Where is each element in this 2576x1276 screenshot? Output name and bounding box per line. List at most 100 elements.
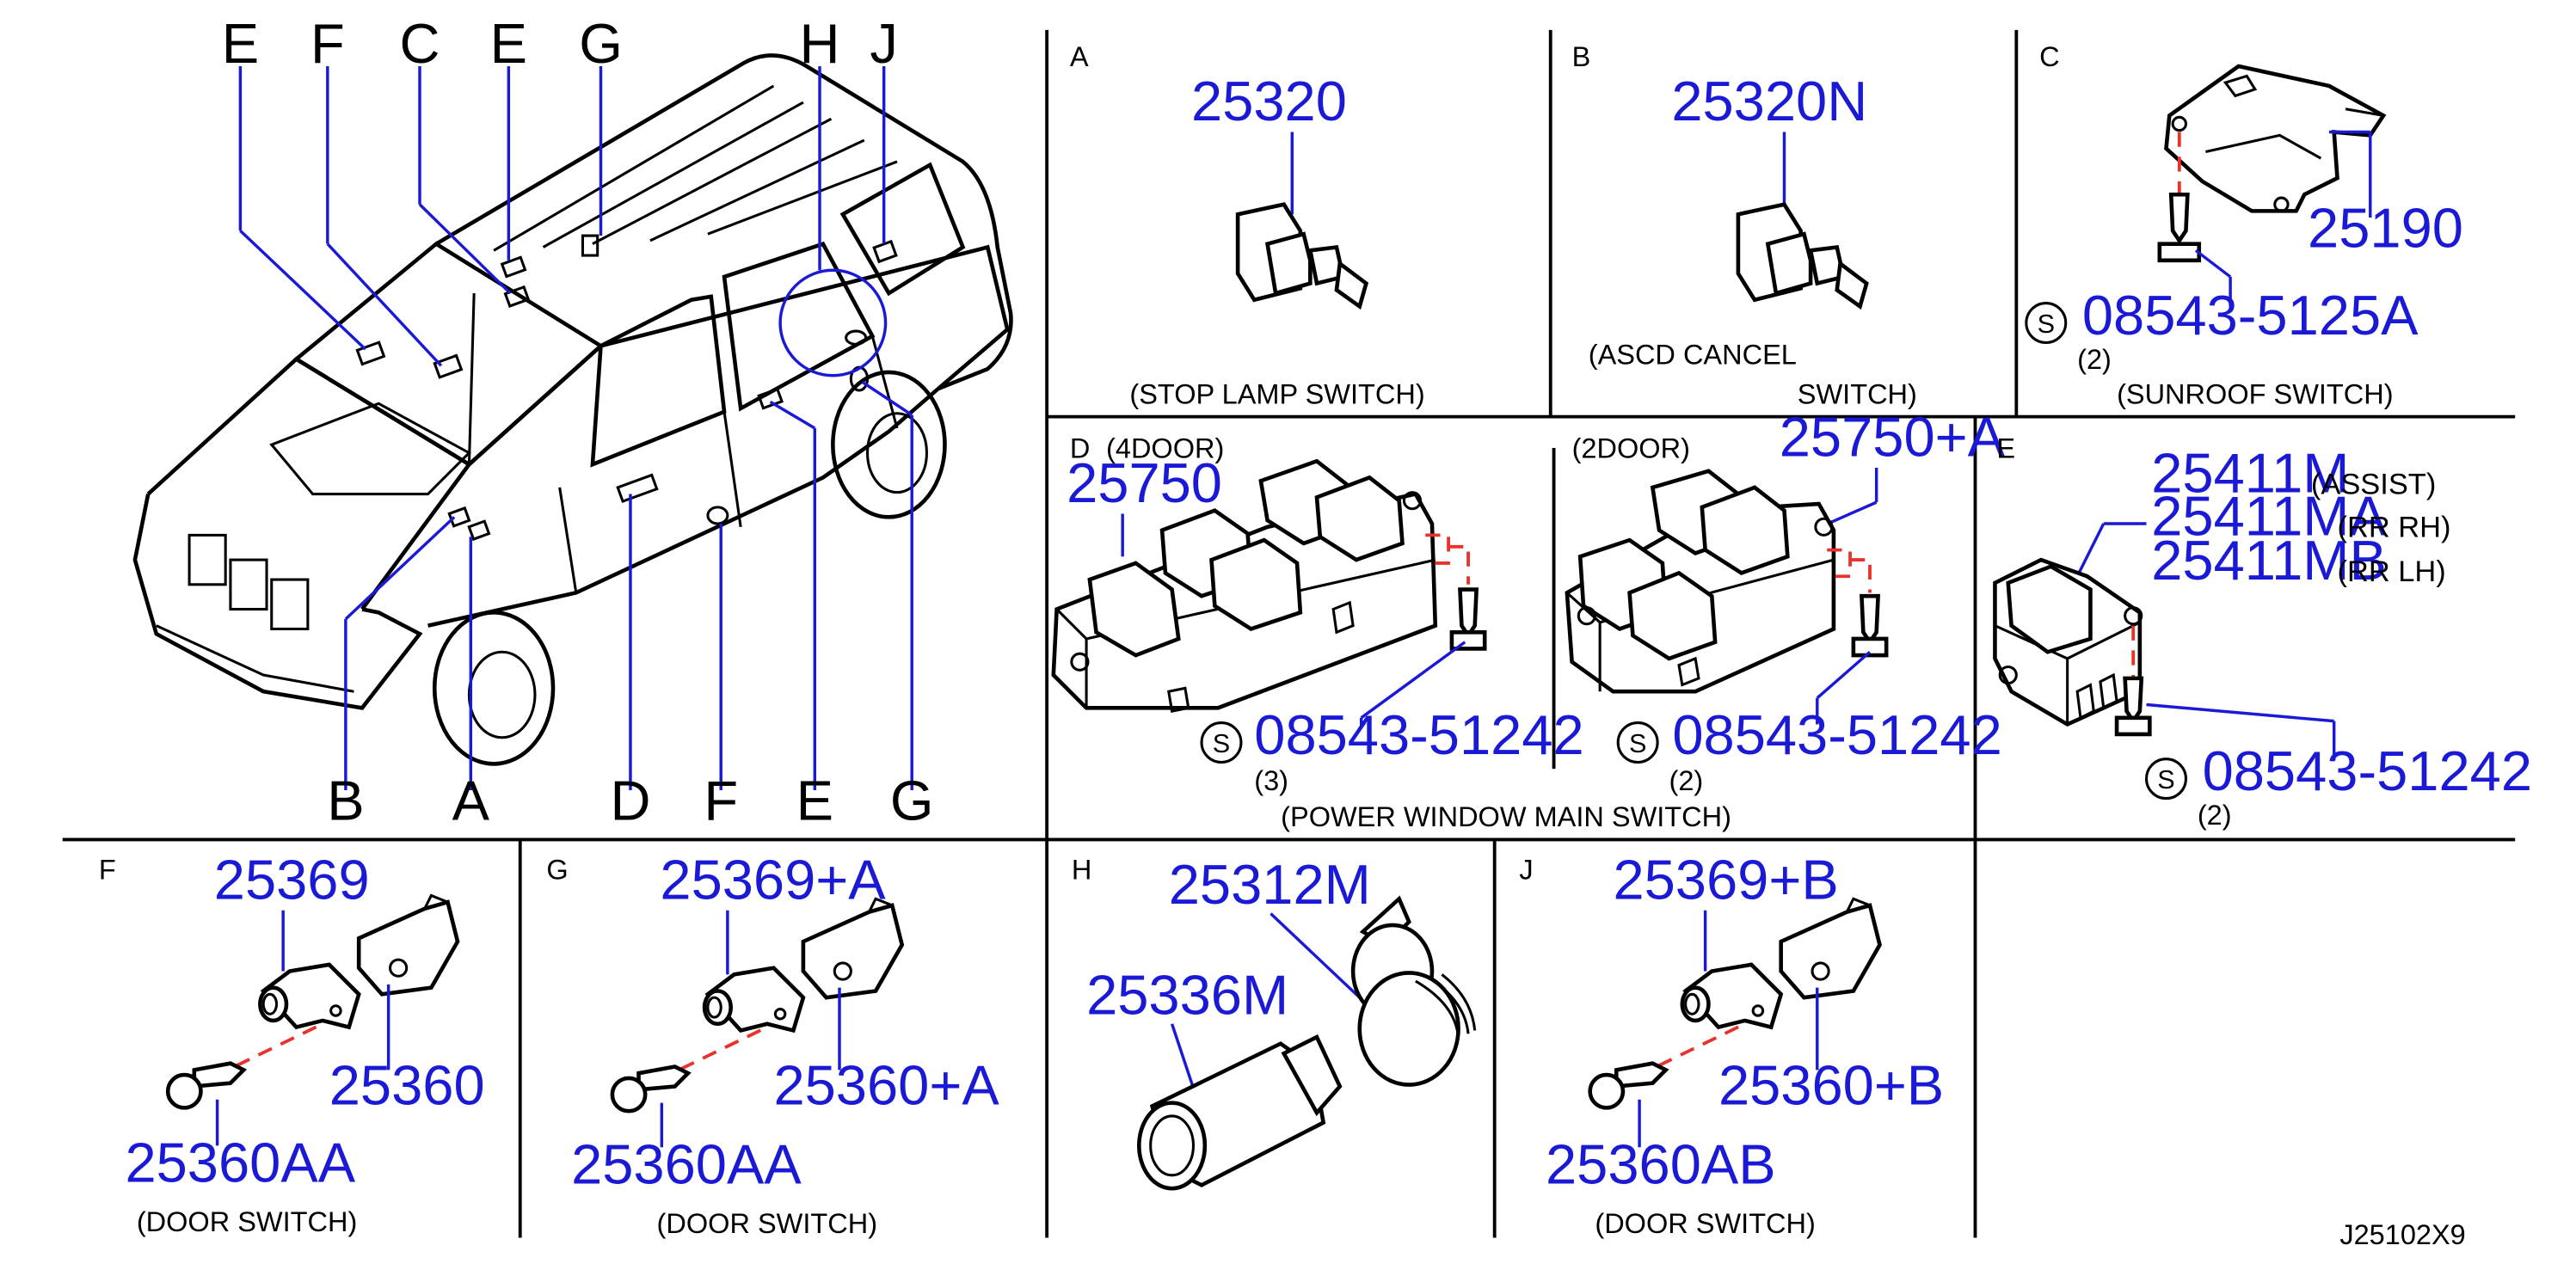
power-window-screw-4door-drawing <box>1449 587 1487 651</box>
panel-g-letter: G <box>546 854 568 885</box>
door-switch-g-screw-drawing <box>610 1064 692 1113</box>
stop-lamp-switch-drawing <box>1235 202 1369 310</box>
panel-e-part-3: 25411MB <box>2151 529 2387 592</box>
panel-c-caption: (SUNROOF SWITCH) <box>2117 378 2394 409</box>
panel-d-screw-mark-4door: S <box>1213 729 1230 758</box>
panel-j-letter: J <box>1519 854 1533 885</box>
panel-e-desc-2: (RR RH) <box>2338 511 2451 543</box>
ascd-cancel-switch-drawing <box>1736 202 1869 310</box>
panel-j-caption: (DOOR SWITCH) <box>1595 1208 1815 1239</box>
callout-bottom-6: G <box>890 769 934 831</box>
panel-d-variant-2door: (2DOOR) <box>1572 432 1690 463</box>
door-switch-j-screw-drawing <box>1588 1061 1669 1110</box>
panel-e-screw-mark: S <box>2157 765 2174 794</box>
panel-g-caption: (DOOR SWITCH) <box>657 1208 877 1239</box>
panel-d-screw-mark-circle-2door <box>1616 721 1659 764</box>
panel-f-letter: F <box>99 854 116 885</box>
panel-a-caption: (STOP LAMP SWITCH) <box>1129 378 1424 409</box>
panel-j: J 25369+B 25360+B 25360AB (DOOR SWITCH) <box>1519 848 1944 1238</box>
power-window-switch-4door-drawing <box>1051 458 1438 713</box>
panel-c-screw-number: 08543-5125A <box>2082 284 2419 347</box>
callout-top-6: H <box>800 12 840 75</box>
panel-f-part-c: 25360AA <box>125 1131 355 1193</box>
panel-e-part-2: 25411MA <box>2151 484 2387 547</box>
panel-d-screw-4door: 08543-51242 <box>1254 703 1583 766</box>
panel-a: A 25320 (STOP LAMP SWITCH) <box>1070 41 1425 409</box>
callout-bottom-2: A <box>452 769 490 831</box>
panel-j-part-c: 25360AB <box>1546 1132 1776 1195</box>
panel-g-part-b: 25360+A <box>773 1054 999 1117</box>
panel-e-letter: E <box>1996 432 2015 463</box>
assist-window-switch-drawing <box>1993 557 2143 727</box>
panel-j-part-b: 25360+B <box>1718 1054 1944 1117</box>
vehicle-callout-leaders <box>238 65 913 791</box>
callout-top-1: E <box>222 12 259 75</box>
panel-d-qty-2door: (2) <box>1669 765 1704 796</box>
panel-e-screw-number: 08543-51242 <box>2203 739 2532 802</box>
power-window-screw-2door-drawing <box>1851 593 1889 658</box>
panel-d-variant-4door: (4DOOR) <box>1106 432 1224 463</box>
callout-top-3: C <box>400 12 440 75</box>
panel-b-caption-line1: (ASCD CANCEL <box>1589 339 1797 370</box>
panel-e-desc-1: (ASSIST) <box>2311 469 2436 501</box>
panel-j-part-a: 25369+B <box>1613 848 1838 911</box>
panel-h: H 25312M 25336M <box>1072 853 1477 1191</box>
panel-d-caption: (POWER WINDOW MAIN SWITCH) <box>1281 801 1731 832</box>
panel-e: E 25411M (ASSIST) 25411MA (RR RH) 25411M… <box>1993 432 2532 831</box>
panel-h-part-a: 25312M <box>1169 853 1371 916</box>
diagram-code: J25102X9 <box>2339 1219 2465 1250</box>
panel-f: F 25369 25360 25360AA (DOOR SWITCH) <box>99 848 485 1237</box>
panel-f-part-a: 25369 <box>214 848 370 911</box>
callout-top-4: E <box>490 12 527 75</box>
panel-b-caption-line2: SWITCH) <box>1798 378 1917 409</box>
panel-c: C 25190 S 08543-5125A (2) (SUNROOF SWITC… <box>2025 41 2463 409</box>
panel-a-letter: A <box>1070 41 1089 72</box>
panel-d-part-4door: 25750 <box>1067 451 1222 514</box>
vehicle-callouts: E F C E G H J B A D F E G <box>222 12 934 831</box>
panel-d-screw-mark-2door: S <box>1629 729 1646 758</box>
panel-e-part-1: 25411M <box>2151 442 2349 505</box>
door-switch-g-drawing <box>702 897 905 1034</box>
callout-bottom-4: F <box>704 769 738 831</box>
panel-d: D (4DOOR) 25750 S 08543-51242 (3) <box>1051 406 2006 832</box>
panel-c-screw-mark-circle <box>2025 302 2068 345</box>
callout-top-5: G <box>579 12 623 75</box>
panel-e-desc-3: (RR LH) <box>2338 555 2446 588</box>
callout-top-7: J <box>870 12 898 75</box>
panel-g-part-c: 25360AA <box>571 1132 802 1195</box>
panel-b: B 25320N (ASCD CANCEL SWITCH) <box>1572 41 1917 409</box>
cigarette-lighter-socket-drawing <box>1137 1034 1343 1191</box>
panel-g-part-a: 25369+A <box>660 848 886 911</box>
callout-bottom-1: B <box>327 769 364 831</box>
door-switch-f-screw-drawing <box>165 1061 248 1110</box>
sunroof-switch-drawing <box>2164 64 2387 213</box>
panel-b-part-number: 25320N <box>1671 70 1867 132</box>
panel-h-part-b: 25336M <box>1086 963 1288 1026</box>
panel-d-letter: D <box>1070 432 1090 463</box>
vehicle-illustration <box>132 53 1013 766</box>
panel-d-screw-2door: 08543-51242 <box>1672 703 2001 766</box>
door-switch-f-drawing <box>258 893 460 1030</box>
assist-screw-drawing <box>2114 676 2152 737</box>
panel-c-screw-mark: S <box>2038 310 2055 339</box>
panel-b-letter: B <box>1572 41 1591 72</box>
panel-c-part-number: 25190 <box>2308 196 2463 259</box>
panel-h-letter: H <box>1072 854 1091 885</box>
panel-d-qty-4door: (3) <box>1254 765 1288 796</box>
panel-c-letter: C <box>2039 41 2059 72</box>
panel-g: G 25369+A 25360+A 25360AA (DOOR SWITCH) <box>546 848 999 1238</box>
door-switch-j-drawing <box>1680 897 1882 1030</box>
callout-top-2: F <box>310 12 345 75</box>
panel-e-qty: (2) <box>2198 800 2232 831</box>
sunroof-screw-drawing <box>2157 192 2202 263</box>
callout-bottom-5: E <box>796 769 833 831</box>
callout-bottom-3: D <box>610 769 650 831</box>
panel-f-part-b: 25360 <box>329 1054 485 1117</box>
panel-f-caption: (DOOR SWITCH) <box>137 1206 357 1237</box>
panel-d-part-2door: 25750+A <box>1780 406 2006 469</box>
power-window-switch-2door-drawing <box>1565 469 1836 694</box>
panel-c-qty: (2) <box>2077 344 2112 375</box>
panel-a-part-number: 25320 <box>1191 70 1347 132</box>
panel-grid <box>62 29 2516 1238</box>
